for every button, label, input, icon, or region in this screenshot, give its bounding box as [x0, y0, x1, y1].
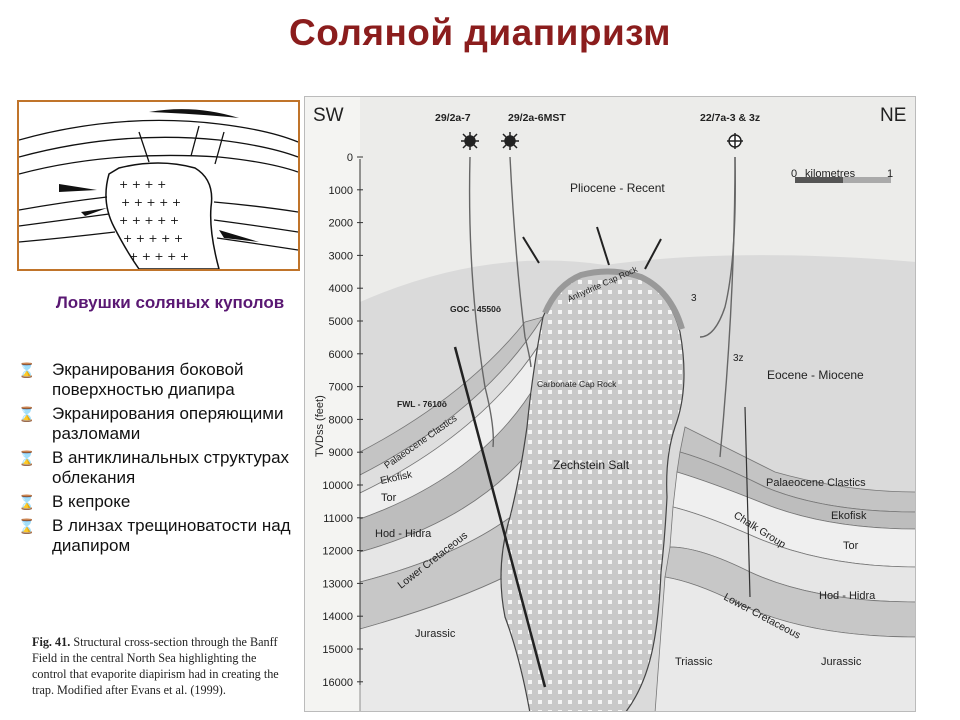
cross-section-drawing: 0 1000 2000 3000 4000 5000 6000 7000 8000 9000 100… — [313, 97, 915, 711]
svg-text:+ + + + +: + + + + + — [119, 214, 179, 227]
depth-tick-label: 1000 — [329, 185, 353, 197]
list-item: ⌛ Экранирования боковой поверхностью диап… — [16, 360, 296, 400]
salt-dome-schematic-drawing: + + + + + + + + + + + + + + + + + + + + … — [19, 109, 298, 269]
depth-tick-label: 8000 — [329, 414, 353, 426]
unit-label: Ekofisk — [831, 510, 867, 522]
depth-tick-label: 9000 — [329, 447, 353, 459]
trap-types-list: ⌛ Экранирования боковой поверхностью диап… — [16, 360, 296, 560]
depth-tick-label: 6000 — [329, 349, 353, 361]
depth-axis-ticks: 0 1000 2000 3000 4000 5000 6000 7000 8000 9000 100… — [322, 152, 363, 689]
page-title: Соляной диапиризм — [288, 12, 672, 53]
well-label: 22/7a-3 & 3z — [700, 112, 760, 124]
scale-zero: 0 — [791, 168, 797, 180]
scale-label: kilometres — [805, 168, 856, 180]
unit-label: Eocene - Miocene — [767, 368, 864, 382]
ne-label: NE — [880, 105, 906, 126]
svg-text:+ + + + +: + + + + + — [123, 232, 183, 245]
hourglass-bullet-icon: ⌛ — [18, 362, 36, 378]
list-item-text: В кепроке — [52, 492, 131, 511]
unit-label: Jurassic — [821, 656, 862, 668]
depth-tick-label: 2000 — [329, 218, 353, 230]
svg-text:+ + + + +: + + + + + — [121, 196, 181, 209]
list-item: ⌛ В линзах трещиноватости над диапиром — [16, 516, 296, 556]
well-track-label: 3z — [733, 353, 744, 364]
figure-caption-text: Structural cross-section through the Ban… — [32, 635, 279, 697]
figure-caption: Fig. 41. Structural cross-section throug… — [32, 634, 292, 698]
unit-label: Tor — [843, 540, 859, 552]
svg-text:+ + + + +: + + + + + — [129, 250, 189, 263]
hourglass-bullet-icon: ⌛ — [18, 494, 36, 510]
depth-tick-label: 12000 — [322, 546, 353, 558]
unit-label: Carbonate Cap Rock — [537, 379, 617, 389]
figure-number: Fig. 41. — [32, 635, 71, 649]
hourglass-bullet-icon: ⌛ — [18, 450, 36, 466]
depth-tick-label: 16000 — [322, 677, 353, 689]
depth-tick-label: 4000 — [329, 283, 353, 295]
unit-label: Jurassic — [415, 628, 456, 640]
well-label: 29/2a-6MST — [508, 112, 566, 124]
unit-label: Triassic — [675, 656, 713, 668]
svg-text:+ + + +: + + + + — [119, 178, 166, 191]
banff-cross-section: 0 1000 2000 3000 4000 5000 6000 7000 8000 9000 100… — [304, 96, 916, 712]
hourglass-bullet-icon: ⌛ — [18, 406, 36, 422]
unit-label: Palaeocene Clastics — [766, 477, 866, 489]
depth-tick-label: 10000 — [322, 480, 353, 492]
depth-tick-label: 11000 — [323, 513, 353, 525]
depth-tick-label: 13000 — [322, 578, 353, 590]
list-item: ⌛ Экранирования оперяющими разломами — [16, 404, 296, 444]
hourglass-bullet-icon: ⌛ — [18, 518, 36, 534]
sw-label: SW — [313, 105, 344, 126]
depth-tick-label: 7000 — [329, 382, 353, 394]
contact-label: GOC - 4550ô — [450, 304, 501, 314]
depth-axis-label: TVDss (feet) — [314, 395, 326, 457]
trap-types-heading: Ловушки соляных куполов — [55, 293, 285, 312]
depth-tick-label: 0 — [347, 152, 353, 164]
contact-label: FWL - 7610ô — [397, 399, 447, 409]
depth-tick-label: 3000 — [329, 250, 353, 262]
unit-label: Zechstein Salt — [553, 458, 630, 472]
well-track-label: 3 — [691, 293, 697, 304]
list-item: ⌛ В антиклинальных структурах облекания — [16, 448, 296, 488]
depth-tick-label: 15000 — [322, 644, 353, 656]
list-item: ⌛ В кепроке — [16, 492, 296, 512]
unit-label: Hod - Hidra — [375, 528, 432, 540]
depth-tick-label: 14000 — [322, 611, 353, 623]
list-item-text: В антиклинальных структурах облекания — [52, 448, 290, 487]
salt-dome-schematic: + + + + + + + + + + + + + + + + + + + + … — [17, 100, 300, 271]
scale-one: 1 — [887, 168, 893, 180]
list-item-text: Экранирования боковой поверхностью диапи… — [52, 360, 244, 399]
unit-label: Tor — [381, 492, 397, 504]
well-symbols — [461, 132, 743, 150]
unit-label: Hod - Hidra — [819, 590, 876, 602]
unit-label: Pliocene - Recent — [570, 181, 665, 195]
well-label: 29/2a-7 — [435, 112, 471, 124]
list-item-text: В линзах трещиноватости над диапиром — [52, 516, 291, 555]
depth-tick-label: 5000 — [329, 316, 353, 328]
list-item-text: Экранирования оперяющими разломами — [52, 404, 284, 443]
